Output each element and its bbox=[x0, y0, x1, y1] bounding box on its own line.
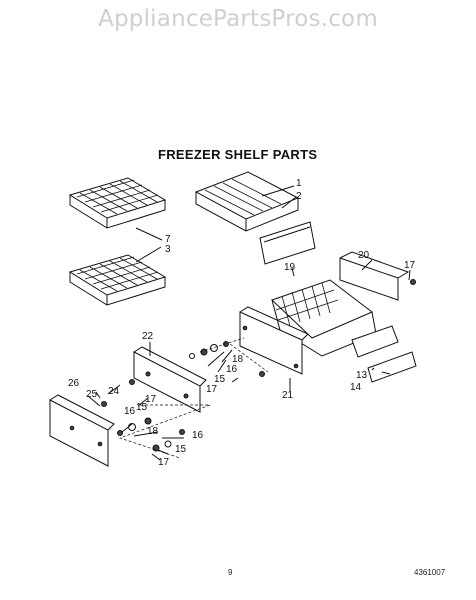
callout-label: 17 bbox=[206, 384, 218, 395]
shelf-part-1 bbox=[194, 171, 300, 232]
bracket-part-26 bbox=[49, 394, 115, 467]
callout-label: 2 bbox=[296, 191, 302, 202]
shelf-part-7 bbox=[68, 177, 167, 229]
callout-label: 17 bbox=[404, 260, 416, 271]
callout-label: 22 bbox=[142, 331, 154, 342]
callout-label: 14 bbox=[350, 382, 362, 393]
callout-label: 15 bbox=[214, 374, 226, 385]
callout-label: 15 bbox=[136, 402, 148, 413]
page-number: 9 bbox=[228, 568, 233, 577]
callout-label: 7 bbox=[165, 234, 171, 245]
callout-label: 17 bbox=[145, 394, 157, 405]
callout-label: 15 bbox=[175, 444, 187, 455]
callout-label: 13 bbox=[356, 370, 368, 381]
leader-lines bbox=[87, 185, 411, 461]
shelf-trim-part-2 bbox=[259, 221, 316, 265]
callout-label: 16 bbox=[226, 364, 238, 375]
document-code: 4361007 bbox=[414, 568, 446, 577]
callout-label: 16 bbox=[192, 430, 204, 441]
shelf-part-3 bbox=[68, 254, 167, 306]
callout-label: 18 bbox=[147, 426, 159, 437]
hardware-group-lower bbox=[101, 401, 185, 452]
callout-label: 20 bbox=[358, 250, 370, 261]
callout-label: 19 bbox=[284, 262, 296, 273]
callout-label: 21 bbox=[282, 390, 294, 401]
callout-label: 18 bbox=[232, 354, 244, 365]
hardware-group-15-16-18 bbox=[189, 341, 265, 377]
rail-part-20 bbox=[339, 251, 416, 301]
callout-label: 3 bbox=[165, 244, 171, 255]
callout-label: 16 bbox=[124, 406, 136, 417]
callout-label: 25 bbox=[86, 389, 98, 400]
callout-label: 26 bbox=[68, 378, 80, 389]
callout-label: 24 bbox=[108, 386, 120, 397]
alignment-lines bbox=[118, 337, 269, 459]
callout-label: 1 bbox=[296, 178, 302, 189]
basket-front-part-14 bbox=[367, 351, 417, 383]
panel-part-21 bbox=[239, 306, 309, 375]
panel-part-22 bbox=[129, 346, 207, 413]
diagram-title: FREEZER SHELF PARTS bbox=[158, 147, 318, 162]
watermark: AppliancePartsPros.com bbox=[98, 6, 378, 32]
callout-label: 17 bbox=[158, 457, 170, 468]
